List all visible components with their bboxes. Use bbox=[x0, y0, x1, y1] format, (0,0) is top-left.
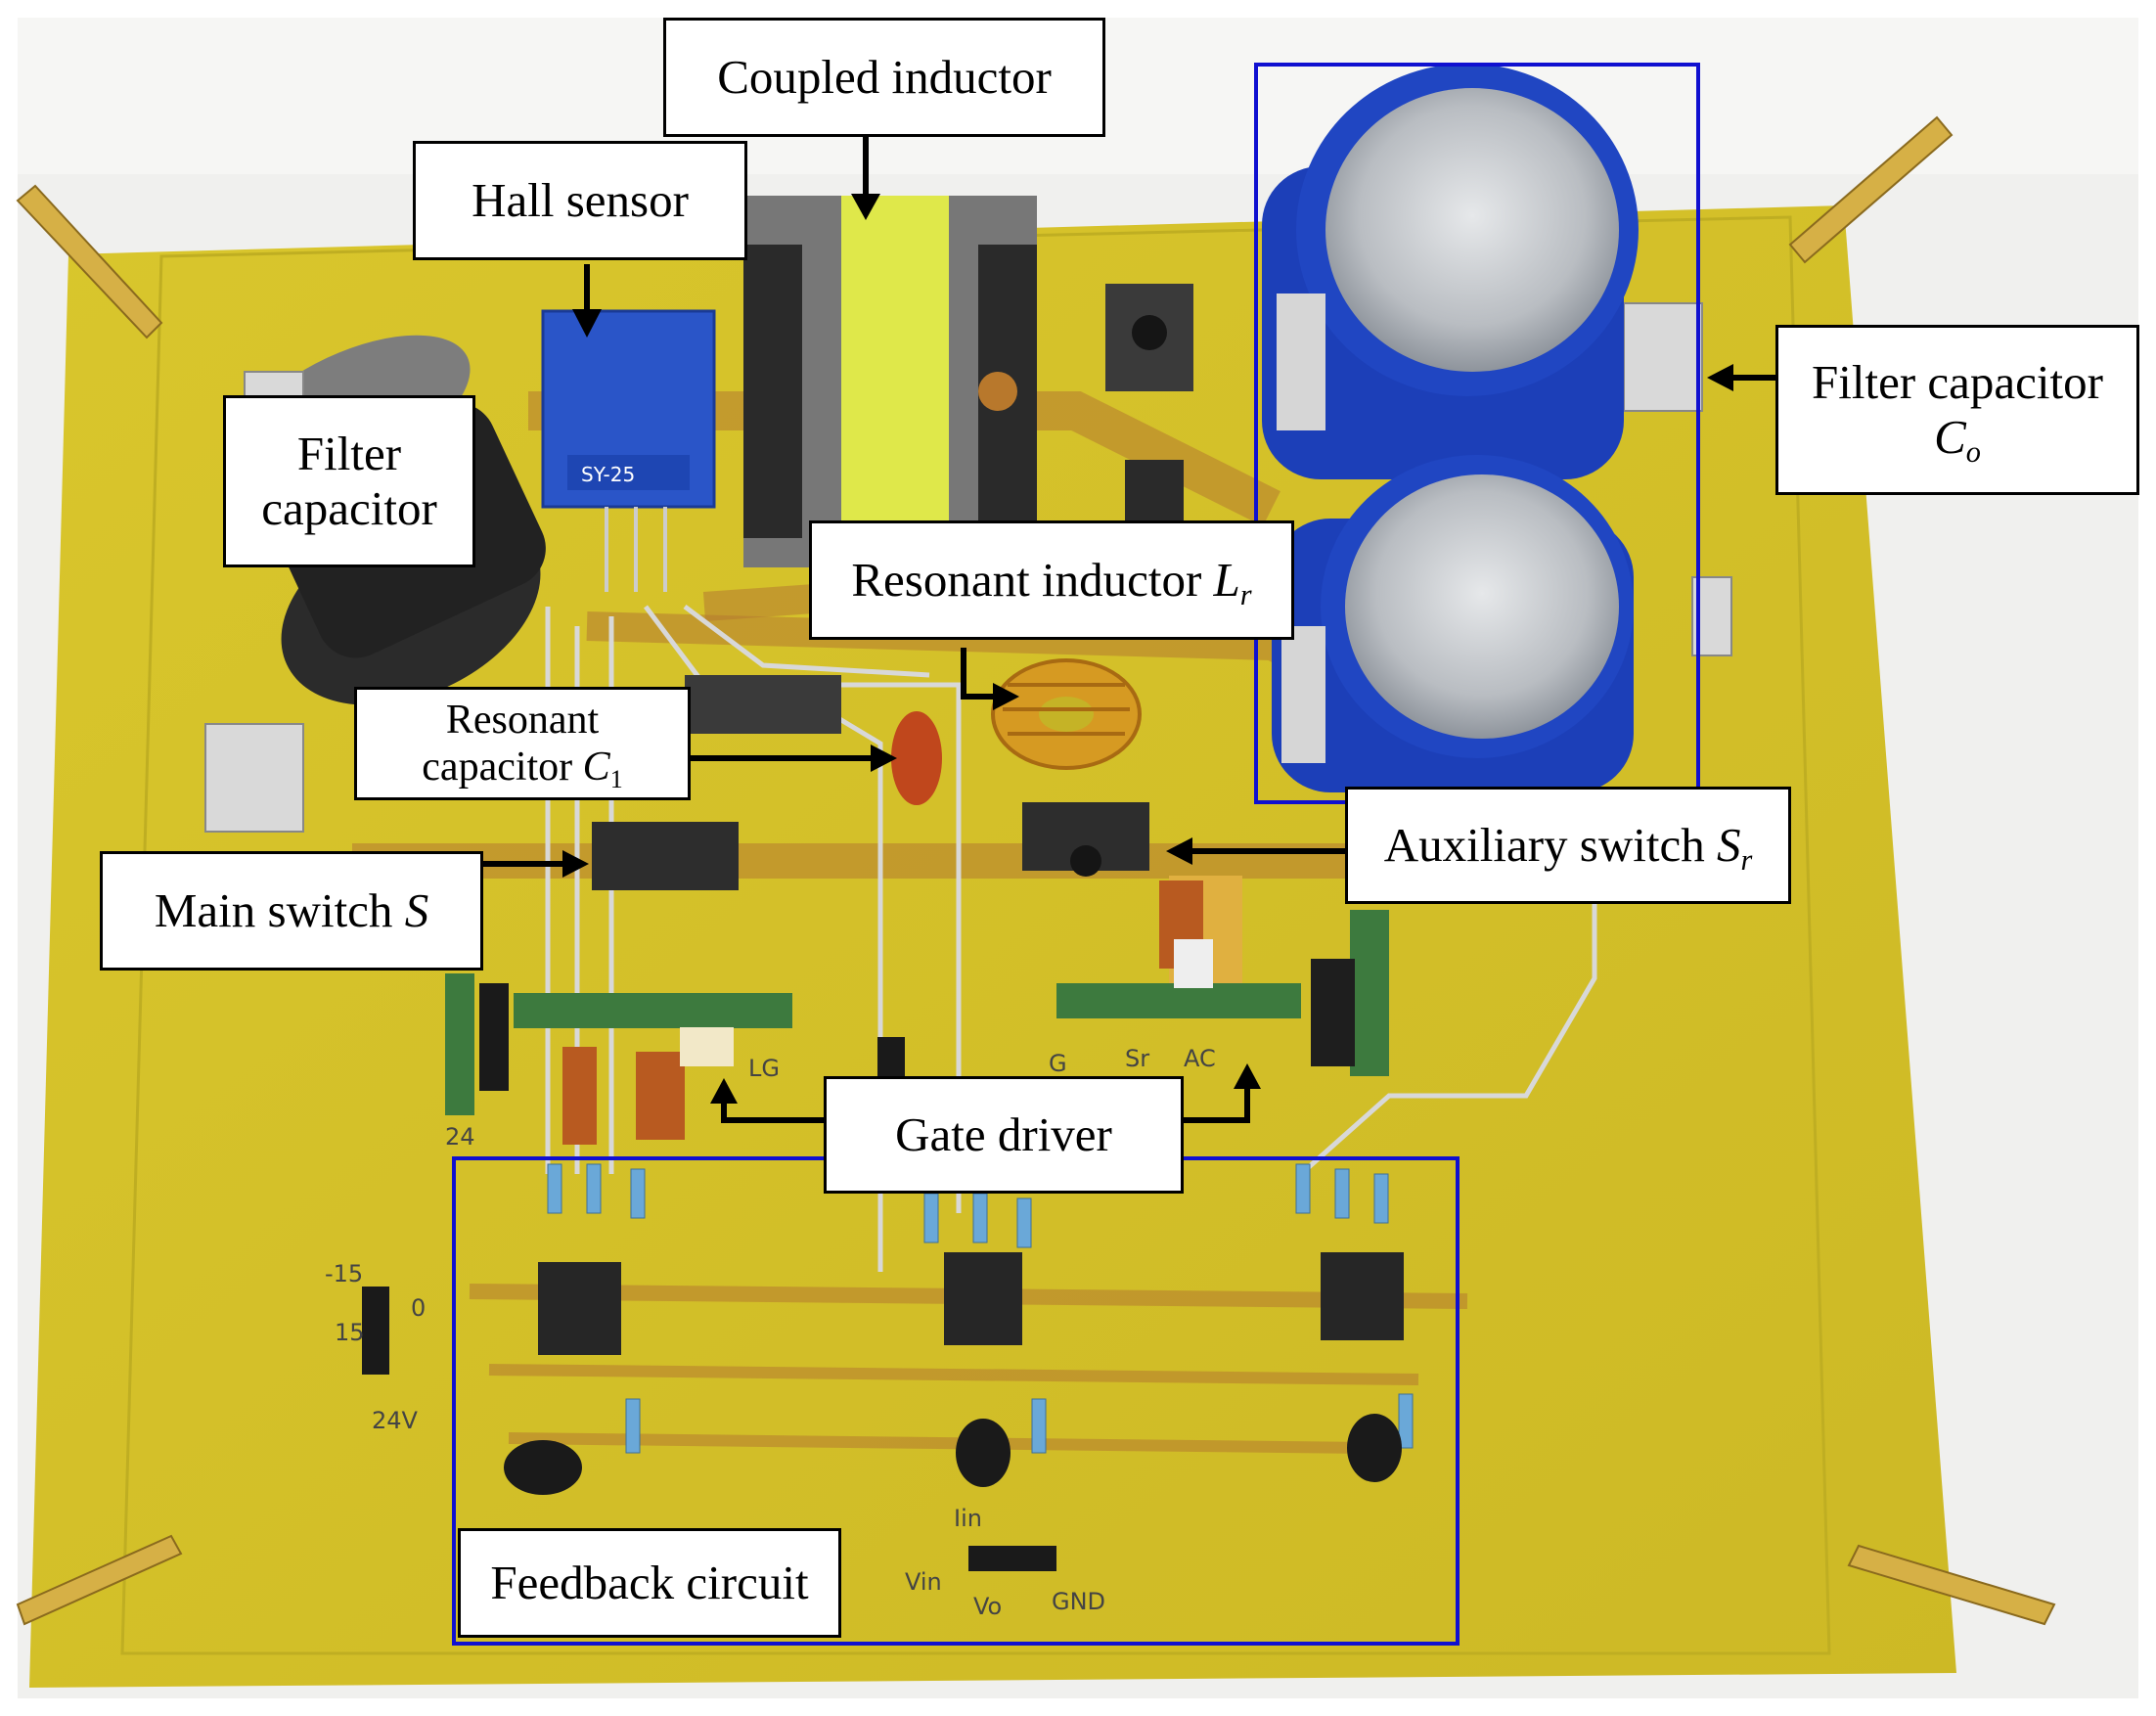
small-electrolytic-capacitors bbox=[504, 1414, 1402, 1495]
hall-sensor-label: Hall sensor bbox=[413, 141, 747, 260]
coupled-inductor-component bbox=[743, 196, 1037, 567]
silk-voltage-15: 15 bbox=[335, 1319, 365, 1346]
filter-capacitor-line2: capacitor bbox=[261, 481, 437, 535]
resonant-capacitor-line1: Resonant bbox=[445, 697, 600, 743]
silk-gnd: GND bbox=[1052, 1588, 1105, 1615]
gate-driver-label: Gate driver bbox=[824, 1076, 1184, 1194]
silkscreen-text: -15 15 0 24V 24 Iin Vin Vo GND G Sr AC L… bbox=[325, 1045, 1216, 1620]
power-transistors bbox=[592, 284, 1193, 890]
filter-capacitor-co-symbol-line: Co bbox=[1934, 410, 1981, 467]
silk-24v: 24V bbox=[372, 1407, 419, 1434]
silk-ac-pin: AC bbox=[1184, 1045, 1216, 1072]
pcb-board-outline bbox=[120, 215, 1831, 1655]
lr-subscript: r bbox=[1239, 577, 1252, 611]
resonant-inductor-text: Resonant inductor bbox=[851, 552, 1214, 607]
silk-g-pin: G bbox=[1049, 1050, 1067, 1077]
co-subscript: o bbox=[1965, 435, 1981, 470]
main-switch-text: Main switch bbox=[154, 882, 405, 937]
resistors bbox=[547, 1163, 1414, 1454]
silk-24-left: 24 bbox=[445, 1123, 475, 1151]
hall-sensor-label-text: Hall sensor bbox=[472, 172, 689, 227]
s-symbol: S bbox=[404, 882, 429, 937]
lr-symbol: L bbox=[1213, 552, 1240, 607]
c1-subscript: 1 bbox=[609, 764, 623, 793]
gate-driver-label-text: Gate driver bbox=[895, 1106, 1112, 1161]
brass-standoffs bbox=[16, 115, 2056, 1626]
co-symbol: C bbox=[1934, 410, 1966, 464]
auxiliary-switch-text: Auxiliary switch bbox=[1383, 817, 1717, 872]
silk-zero: 0 bbox=[411, 1294, 426, 1322]
hall-sensor-component: SY-25 bbox=[541, 309, 716, 592]
output-filter-capacitors bbox=[1262, 64, 1639, 792]
coupled-inductor-label: Coupled inductor bbox=[663, 18, 1105, 137]
resonant-inductor-label: Resonant inductor Lr bbox=[809, 520, 1294, 640]
annotation-arrows bbox=[481, 135, 1775, 1123]
resonant-inductor-line: Resonant inductor Lr bbox=[851, 552, 1252, 611]
resonant-capacitor-label: Resonant capacitor C1 bbox=[354, 687, 691, 800]
sr-symbol: S bbox=[1716, 817, 1741, 872]
feedback-circuit-label: Feedback circuit bbox=[458, 1528, 841, 1638]
op-amp-ics bbox=[538, 1252, 1404, 1355]
filter-capacitor-co-line1: Filter capacitor bbox=[1812, 354, 2103, 409]
main-switch-line: Main switch S bbox=[155, 883, 428, 938]
silk-voltage-neg: -15 bbox=[325, 1260, 363, 1287]
silk-i-in: Iin bbox=[954, 1505, 982, 1532]
hall-marking: SY-25 bbox=[581, 463, 635, 486]
main-switch-label: Main switch S bbox=[100, 851, 483, 971]
resonant-inductor-component bbox=[991, 658, 1142, 770]
filter-capacitor-co-label: Filter capacitor Co bbox=[1775, 325, 2139, 495]
feedback-circuit-label-text: Feedback circuit bbox=[490, 1555, 809, 1609]
silk-sr-pin: Sr bbox=[1125, 1045, 1149, 1072]
auxiliary-switch-line: Auxiliary switch Sr bbox=[1383, 817, 1753, 875]
silk-lg-pin: LG bbox=[748, 1055, 780, 1082]
auxiliary-switch-label: Auxiliary switch Sr bbox=[1345, 787, 1791, 904]
gate-driver-boards bbox=[445, 876, 1389, 1145]
silk-v-o: Vo bbox=[973, 1593, 1002, 1620]
sr-subscript: r bbox=[1740, 842, 1753, 877]
resonant-capacitor-line2: capacitor C1 bbox=[422, 744, 623, 793]
resonant-capacitor-component bbox=[891, 711, 942, 805]
c1-symbol: C bbox=[582, 745, 610, 790]
filter-capacitor-label: Filter capacitor bbox=[223, 395, 475, 567]
resonant-capacitor-line2-text: capacitor bbox=[422, 745, 583, 790]
filter-capacitor-line1: Filter bbox=[296, 426, 402, 480]
silk-v-in: Vin bbox=[905, 1568, 942, 1596]
output-capacitor-highlight-box bbox=[1254, 63, 1700, 804]
coupled-inductor-label-text: Coupled inductor bbox=[717, 49, 1052, 104]
